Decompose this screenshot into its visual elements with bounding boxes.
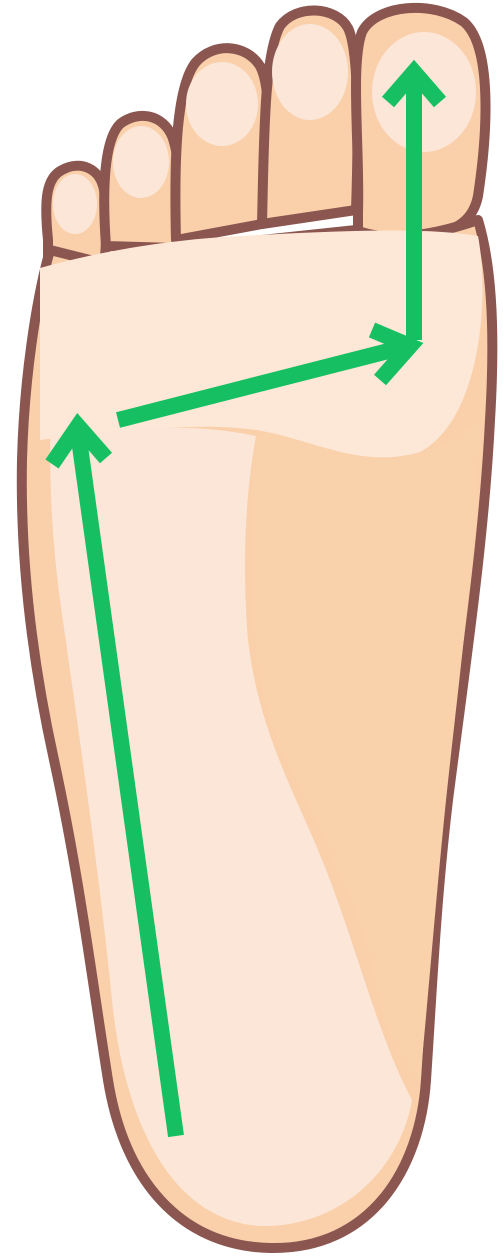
toe-pad-fourth bbox=[113, 126, 169, 198]
toe-pad-second bbox=[272, 24, 348, 120]
toe-pad-pinky bbox=[53, 174, 97, 234]
toe-pad-middle bbox=[186, 62, 258, 146]
